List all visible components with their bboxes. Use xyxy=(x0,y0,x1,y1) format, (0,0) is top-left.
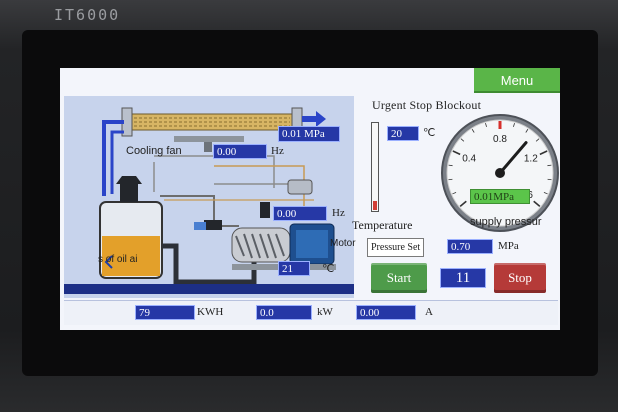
gauge-tick xyxy=(485,122,487,128)
pressure-set-unit: MPa xyxy=(498,240,519,252)
screw-compressor xyxy=(231,227,291,263)
counter-display: 11 xyxy=(440,268,486,288)
cooling-fan-hz-unit: Hz xyxy=(271,145,284,157)
cooling-fan-label: Cooling fan xyxy=(126,145,182,157)
gauge-tick xyxy=(452,191,457,195)
gauge-tick xyxy=(533,200,541,208)
menu-button[interactable]: Menu xyxy=(474,68,560,93)
gauge-tick xyxy=(547,164,552,167)
gauge-tick xyxy=(543,191,548,195)
gauge-hub xyxy=(495,168,505,178)
power-field: 0.0 xyxy=(256,305,312,320)
pressure-set-field[interactable]: 0.70 xyxy=(447,239,493,254)
oil-air-label: s of oil ai xyxy=(98,254,138,265)
gauge-tick xyxy=(547,178,552,181)
gauge-tick xyxy=(448,164,453,167)
hmi-screen: Menu xyxy=(60,68,560,330)
current-unit: A xyxy=(425,306,433,318)
left-chevron-icon xyxy=(104,255,113,269)
gauge-tick xyxy=(513,122,515,128)
temperature-thermometer xyxy=(371,122,379,212)
gauge-tick-label: 0.4 xyxy=(462,154,476,165)
gauge-tick-label: 0.8 xyxy=(493,134,507,145)
pressure-set-label: Pressure Set xyxy=(367,238,425,257)
energy-field: 79 xyxy=(135,305,195,320)
cooling-fan-hz-field: 0.00 xyxy=(213,144,267,159)
temperature-field: 20 xyxy=(387,126,419,141)
motor-temp-unit: ℃ xyxy=(322,263,335,275)
motor-hz-field: 0.00 xyxy=(273,206,327,221)
gauge-readout: 0.01MPa xyxy=(470,189,530,204)
temperature-fill xyxy=(373,201,377,210)
start-button[interactable]: Start xyxy=(371,263,427,293)
outlet-arrow-icon xyxy=(302,111,326,127)
gauge-tick xyxy=(539,150,548,156)
gauge-tick xyxy=(448,178,453,181)
gauge-tick xyxy=(525,128,529,133)
gauge-tick xyxy=(535,138,540,142)
power-unit: kW xyxy=(317,306,333,318)
energy-unit: KWH xyxy=(197,306,224,318)
outlet-pressure-field: 0.01 MPa xyxy=(278,126,340,142)
gauge-needle xyxy=(498,141,528,175)
gauge-tick xyxy=(452,150,461,156)
motor-hz-unit: Hz xyxy=(332,207,345,219)
gauge-tick xyxy=(459,200,467,208)
stop-button[interactable]: Stop xyxy=(494,263,546,293)
motor-label: Motor xyxy=(330,238,356,249)
gauge-tick xyxy=(460,138,465,142)
motor-temp-field: 21 xyxy=(278,261,310,276)
brand-logo: IT6000 xyxy=(54,6,121,24)
solenoid-valve xyxy=(287,179,313,195)
current-field: 0.00 xyxy=(356,305,416,320)
gauge-label: supply pressur xyxy=(470,216,542,228)
temperature-label: Temperature xyxy=(352,218,413,232)
schematic-base-bar xyxy=(64,284,354,294)
gauge-tick xyxy=(471,128,475,133)
gauge-tick-label: 1.2 xyxy=(524,154,538,165)
urgent-stop-title: Urgent Stop Blockout xyxy=(372,98,482,112)
temperature-unit: ℃ xyxy=(423,127,436,139)
